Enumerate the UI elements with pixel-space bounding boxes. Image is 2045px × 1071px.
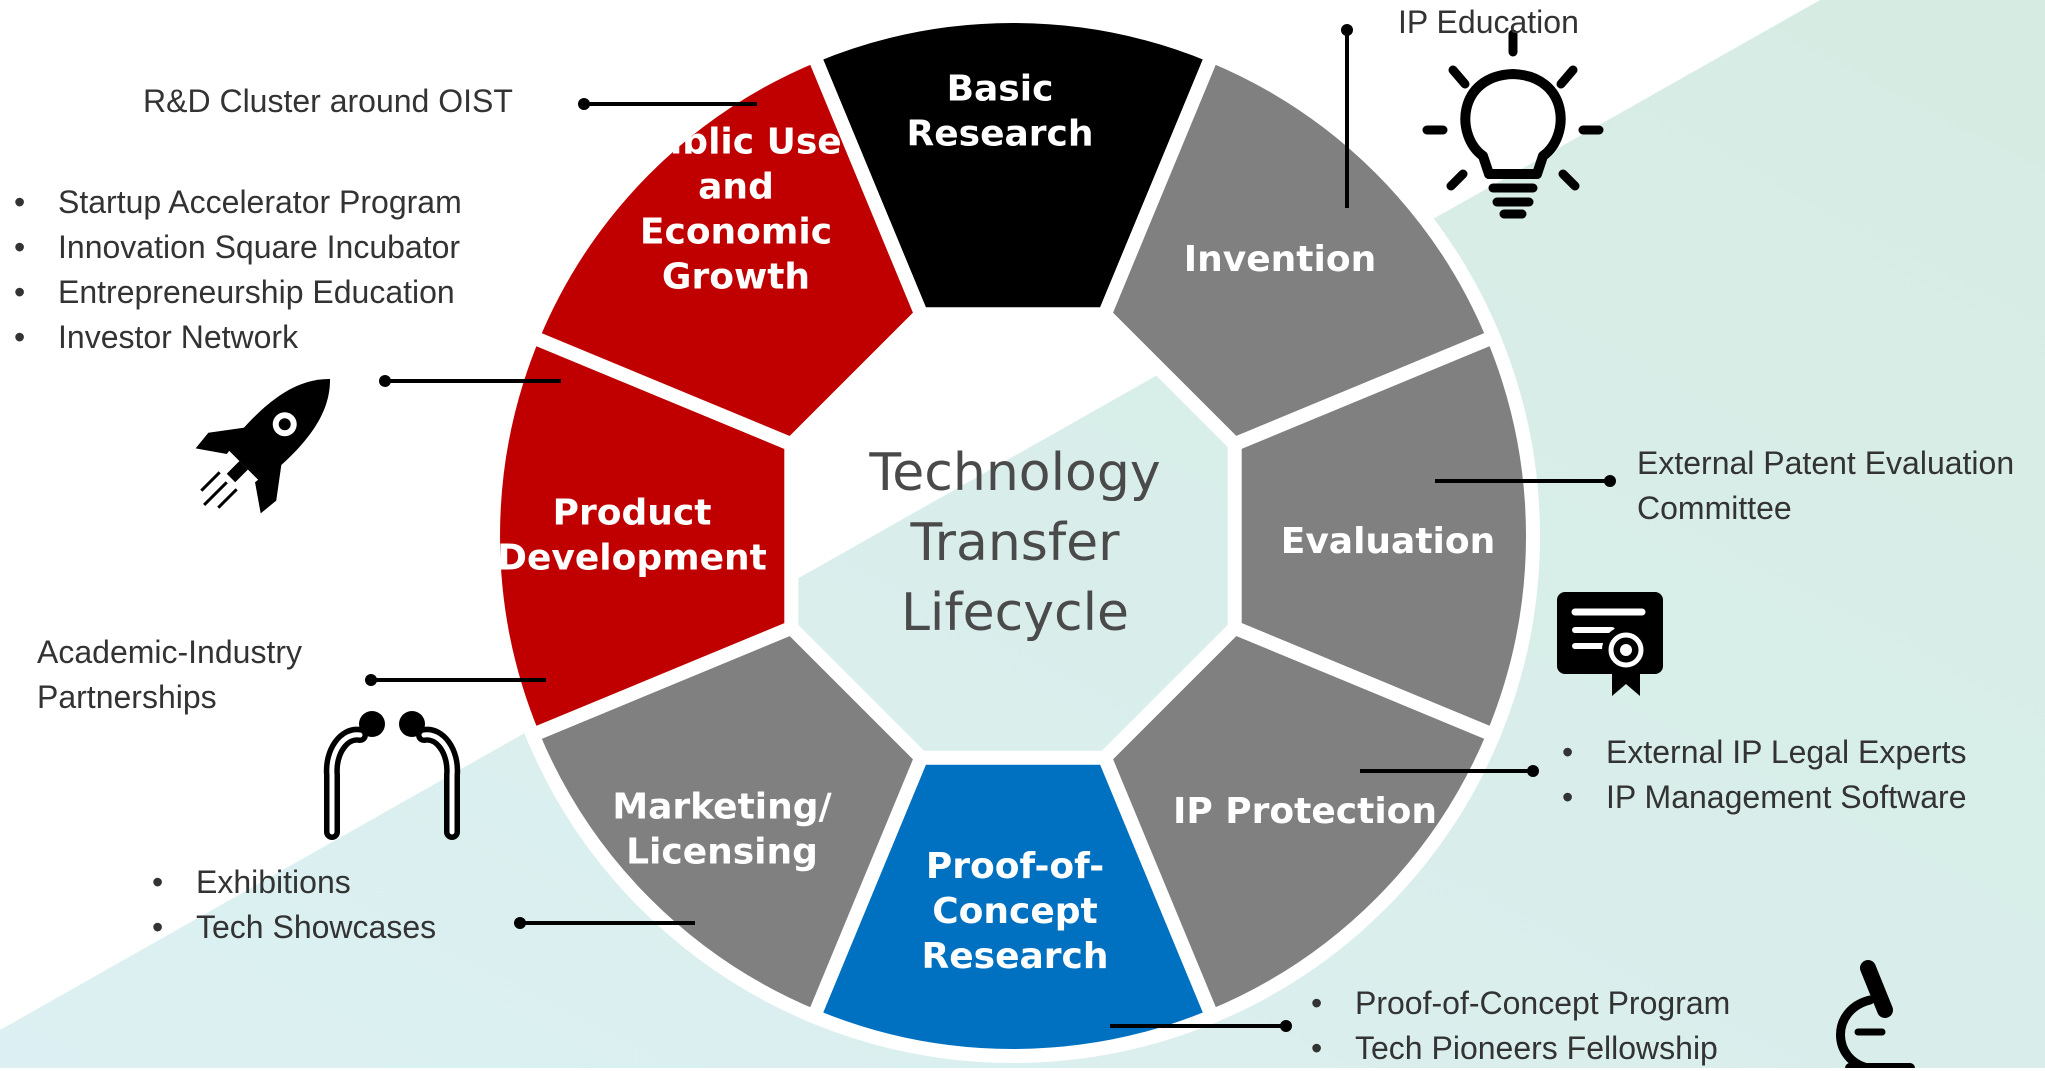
- connector-ip-protection: [1360, 765, 1539, 777]
- academic-industry-line-2: Partnerships: [37, 679, 217, 715]
- segment-label-evaluation: Evaluation: [1281, 521, 1496, 562]
- connector-marketing: [514, 917, 695, 929]
- lightbulb-icon: [1422, 29, 1604, 219]
- segment-label-ip-protection: IP Protection: [1173, 791, 1437, 832]
- startup-item-incubator: Innovation Square Incubator: [0, 225, 462, 270]
- segment-label-public-use: Economic: [640, 212, 832, 253]
- segment-label-basic-research: Research: [907, 114, 1094, 155]
- connector-patent-evaluation: [1435, 475, 1616, 487]
- connector-rd-cluster: [578, 98, 757, 110]
- startup-support-list: Startup Accelerator Program Innovation S…: [0, 180, 462, 360]
- center-title: Technology Transfer Lifecycle: [868, 443, 1160, 643]
- segment-marketing-licensing: [523, 619, 930, 1026]
- startup-item-education: Entrepreneurship Education: [0, 270, 462, 315]
- segment-proof-of-concept: [804, 750, 1222, 1063]
- poc-item-fellowship: Tech Pioneers Fellowship: [1297, 1026, 1730, 1071]
- segment-label-proof-of-concept: Research: [922, 936, 1109, 977]
- ip-protection-item-legal: External IP Legal Experts: [1548, 730, 1967, 775]
- poc-item-program: Proof-of-Concept Program: [1297, 981, 1730, 1026]
- certificate-icon: [1557, 592, 1663, 696]
- segment-label-marketing-licensing: Marketing/: [612, 787, 832, 828]
- startup-item-accelerator: Startup Accelerator Program: [0, 180, 462, 225]
- segment-label-public-use: and: [698, 167, 774, 208]
- segment-label-invention: Invention: [1184, 239, 1376, 280]
- segment-ip-protection: [1096, 619, 1503, 1026]
- connector-ip-education: [1341, 24, 1353, 208]
- poc-programs-list: Proof-of-Concept Program Tech Pioneers F…: [1297, 981, 1730, 1071]
- segment-basic-research: [804, 9, 1222, 322]
- marketing-activities-list: Exhibitions Tech Showcases: [138, 860, 436, 950]
- segment-label-product-development: Product: [553, 493, 712, 534]
- connector-startup: [379, 375, 561, 387]
- center-title-line-3: Lifecycle: [901, 583, 1129, 643]
- academic-industry-label: Academic-Industry Partnerships: [37, 630, 302, 720]
- rocket-icon: [195, 379, 330, 514]
- ip-protection-item-software: IP Management Software: [1548, 775, 1967, 820]
- marketing-item-showcases: Tech Showcases: [138, 905, 436, 950]
- rd-cluster-label: R&D Cluster around OIST: [143, 83, 513, 119]
- microscope-icon: [1836, 960, 1915, 1068]
- academic-industry-line-1: Academic-Industry: [37, 634, 302, 670]
- connector-poc: [1110, 1020, 1292, 1032]
- connector-lines: [365, 24, 1616, 1032]
- segment-label-proof-of-concept: Proof-of-: [926, 846, 1104, 887]
- segment-evaluation: [1227, 327, 1540, 745]
- ip-education-label: IP Education: [1398, 4, 1579, 40]
- center-title-line-1: Technology: [868, 443, 1160, 503]
- segment-label-public-use: Public Use: [630, 122, 841, 163]
- segment-label-marketing-licensing: Licensing: [626, 832, 818, 873]
- patent-evaluation-line-2: Committee: [1637, 490, 1792, 526]
- connector-academic-industry: [365, 674, 546, 686]
- patent-evaluation-line-1: External Patent Evaluation: [1637, 445, 2015, 481]
- segment-product-development: [486, 327, 799, 745]
- segment-label-product-development: Development: [497, 538, 767, 579]
- segment-public-use: [523, 46, 930, 453]
- segment-label-basic-research: Basic: [947, 69, 1054, 110]
- segment-label-public-use: Growth: [662, 257, 810, 298]
- ip-protection-resources-list: External IP Legal Experts IP Management …: [1548, 730, 1967, 820]
- segment-invention: [1096, 46, 1503, 453]
- patent-evaluation-label: External Patent Evaluation Committee: [1637, 441, 2014, 531]
- center-title-line-2: Transfer: [909, 513, 1120, 573]
- segment-label-proof-of-concept: Concept: [932, 891, 1098, 932]
- handshake-icon: [323, 711, 461, 840]
- marketing-item-exhibitions: Exhibitions: [138, 860, 436, 905]
- startup-item-investors: Investor Network: [0, 315, 462, 360]
